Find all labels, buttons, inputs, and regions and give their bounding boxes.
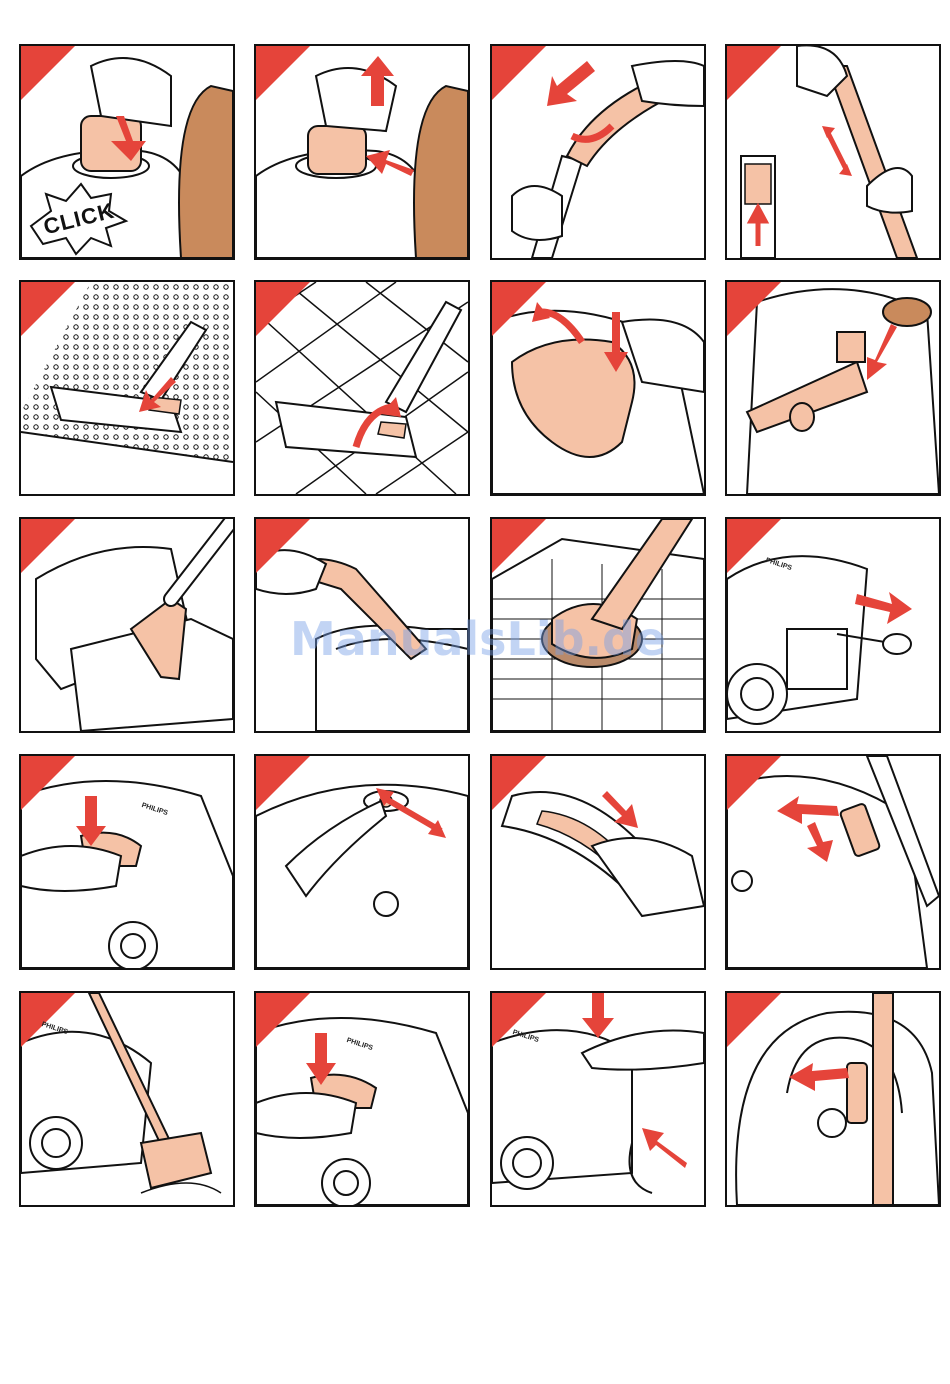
corner-marker (492, 756, 546, 810)
step-panel-6 (254, 280, 470, 496)
watermark: ManualsLib.de (290, 612, 666, 666)
corner-marker (256, 993, 310, 1047)
step-panel-17: PHILIPS (19, 991, 235, 1207)
corner-marker (21, 46, 75, 100)
corner-marker (256, 756, 310, 810)
corner-marker (256, 282, 310, 336)
step-panel-16 (725, 754, 941, 970)
corner-marker (492, 46, 546, 100)
corner-marker (256, 46, 310, 100)
step-panel-2 (254, 44, 470, 260)
step-panel-12: PHILIPS (725, 517, 941, 733)
step-panel-19: PHILIPS (490, 991, 706, 1207)
corner-marker (727, 46, 781, 100)
corner-marker (21, 756, 75, 810)
corner-marker (727, 993, 781, 1047)
corner-marker (492, 519, 546, 573)
step-panel-8 (725, 280, 941, 496)
step-panel-15 (490, 754, 706, 970)
corner-marker (256, 519, 310, 573)
step-panel-14 (254, 754, 470, 970)
step-panel-7 (490, 280, 706, 496)
step-panel-9 (19, 517, 235, 733)
corner-marker (21, 282, 75, 336)
corner-marker (21, 519, 75, 573)
step-panel-1: CLICK (19, 44, 235, 260)
step-panel-20 (725, 991, 941, 1207)
corner-marker (21, 993, 75, 1047)
step-panel-3 (490, 44, 706, 260)
corner-marker (727, 282, 781, 336)
step-panel-4 (725, 44, 941, 260)
step-panel-18: PHILIPS (254, 991, 470, 1207)
corner-marker (727, 756, 781, 810)
step-panel-13: PHILIPS (19, 754, 235, 970)
step-panel-5 (19, 280, 235, 496)
corner-marker (492, 282, 546, 336)
